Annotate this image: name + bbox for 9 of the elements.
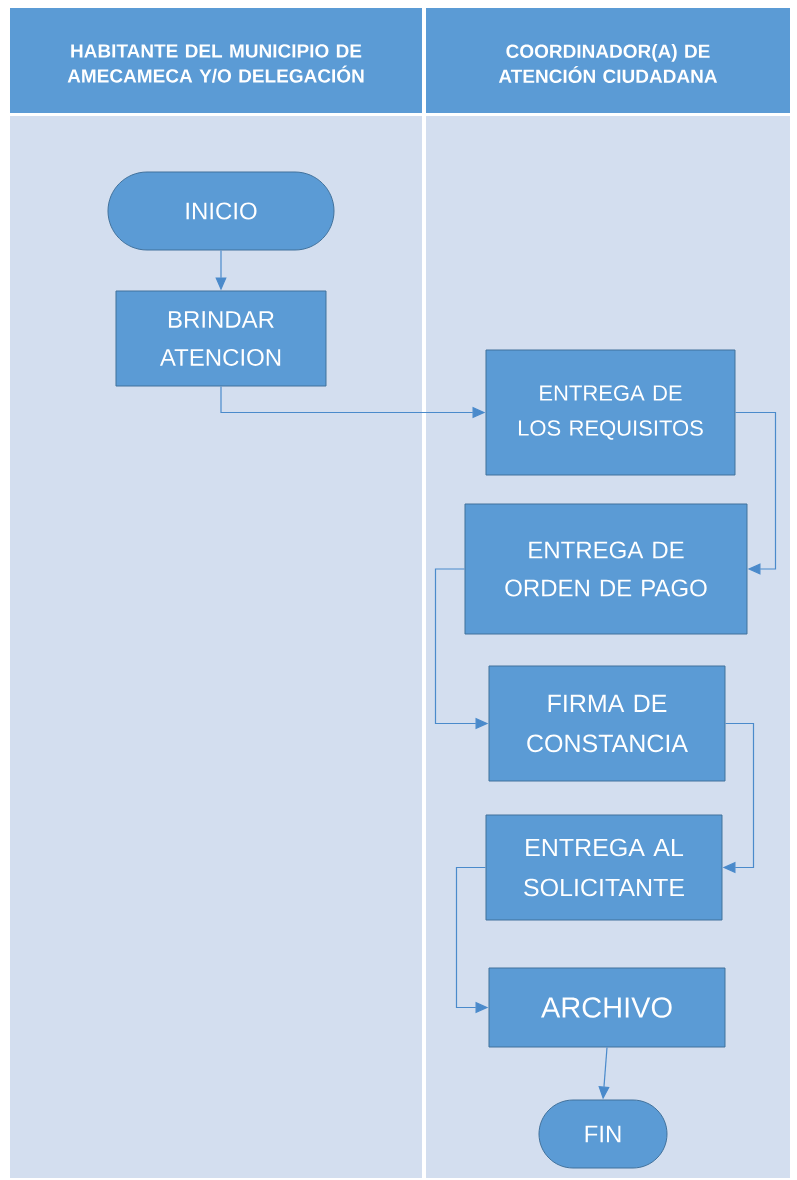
process-box: ENTREGA AL SOLICITANTE xyxy=(485,814,723,921)
process-box: ARCHIVO xyxy=(488,967,726,1048)
process-box: ENTREGA DE ORDEN DE PAGO xyxy=(464,503,748,635)
process-box: ENTREGA DE LOS REQUISITOS xyxy=(485,349,736,476)
node-label: HABITANTE DEL MUNICIPIO DE AMECAMECA Y/O DELEGACIÓN xyxy=(67,44,364,83)
arrow xyxy=(734,411,777,575)
process-box: BRINDAR ATENCION xyxy=(115,290,327,387)
node-label: COORDINADOR(A) DE ATENCIÓN CIUDADANA xyxy=(498,44,718,83)
process-box: FIRMA DE CONSTANCIA xyxy=(488,665,726,782)
